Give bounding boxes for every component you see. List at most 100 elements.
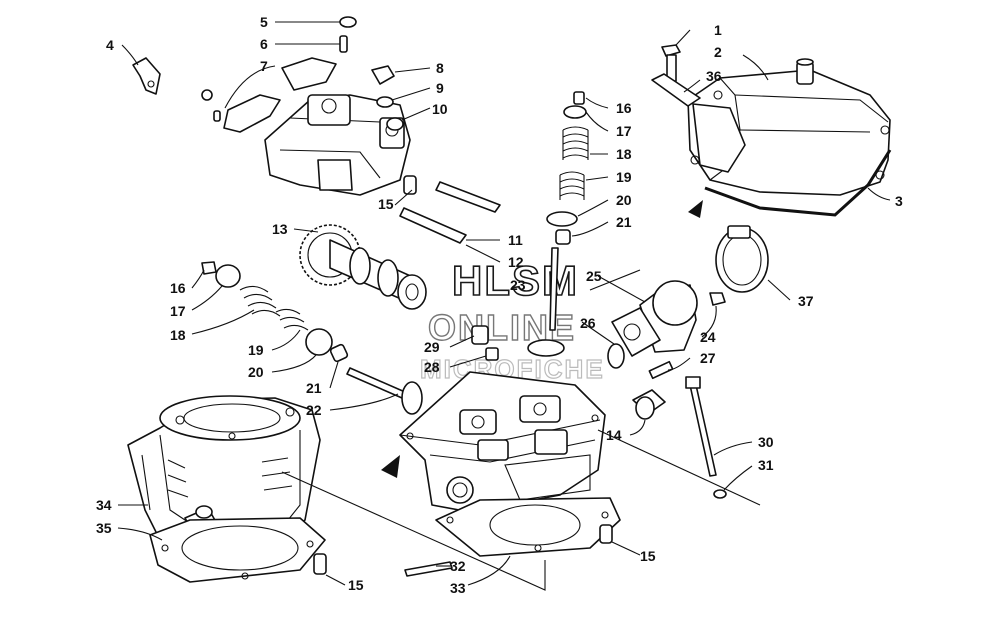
callout-17-lower: 17 <box>170 303 186 319</box>
callout-35: 35 <box>96 520 112 536</box>
housing-washer <box>376 96 394 108</box>
callout-19-upper: 19 <box>616 169 632 185</box>
temperature-sensor <box>632 389 666 420</box>
valve-cover <box>687 58 891 196</box>
callout-25: 25 <box>586 268 602 284</box>
housing-bushing <box>386 117 404 131</box>
callout-18-lower: 18 <box>170 327 186 343</box>
callout-9: 9 <box>436 80 444 96</box>
valve-spring-outer-upper <box>562 126 589 160</box>
callout-24: 24 <box>700 329 716 345</box>
callout-36: 36 <box>706 68 722 84</box>
callout-33: 33 <box>450 580 466 596</box>
callout-20-lower: 20 <box>248 364 264 380</box>
callout-21-lower: 21 <box>306 380 322 396</box>
intake-clamp <box>715 225 769 293</box>
camshaft <box>299 224 427 310</box>
callout-15-left: 15 <box>348 577 364 593</box>
direction-arrow-lower <box>381 455 400 478</box>
callout-23: 23 <box>510 277 526 293</box>
callout-7: 7 <box>260 58 268 74</box>
cover-bracket <box>651 73 701 107</box>
head-bolt <box>689 384 717 477</box>
rocker-shaft-lower <box>399 207 467 244</box>
callout-13: 13 <box>272 221 288 237</box>
head-dowel-center <box>485 347 499 361</box>
callout-28: 28 <box>424 359 440 375</box>
leader-lines <box>117 21 891 586</box>
rocker-pin <box>339 35 348 53</box>
callout-16-lower: 16 <box>170 280 186 296</box>
callout-14: 14 <box>606 427 622 443</box>
valve-spring-inner-upper <box>559 171 585 200</box>
callout-37: 37 <box>798 293 814 309</box>
valve-retainer-upper <box>563 105 587 119</box>
housing-dowel <box>403 175 417 195</box>
assembly-lines <box>281 269 761 591</box>
cylinder-base-gasket <box>149 517 326 583</box>
callout-12: 12 <box>508 254 524 270</box>
rocker-dowel-2 <box>213 110 221 122</box>
cylinder-block <box>127 395 321 556</box>
head-gasket <box>435 497 621 557</box>
callout-15-right: 15 <box>640 548 656 564</box>
valve-keeper-lower <box>201 261 217 275</box>
valve-seal-lower <box>329 343 349 363</box>
rocker-dowel-1 <box>201 89 213 101</box>
cylinder-stud <box>404 561 453 577</box>
head-dowel-left <box>471 325 489 345</box>
rocker-shaft-upper <box>435 181 501 213</box>
valve-seat-upper <box>546 211 578 227</box>
callout-27: 27 <box>700 350 716 366</box>
rocker-cap <box>339 16 357 28</box>
valve-seal-upper <box>555 229 571 245</box>
head-bolt-cap <box>685 376 701 389</box>
exhaust-valve <box>346 367 423 415</box>
callout-29: 29 <box>424 339 440 355</box>
intake-o-ring <box>607 343 625 369</box>
callout-8: 8 <box>436 60 444 76</box>
callout-32: 32 <box>450 558 466 574</box>
intake-boot <box>611 280 698 357</box>
direction-arrow-upper <box>688 200 703 218</box>
housing-nut <box>371 65 395 85</box>
callout-22: 22 <box>306 402 322 418</box>
callout-26: 26 <box>580 315 596 331</box>
callout-20-upper: 20 <box>616 192 632 208</box>
callout-16-upper: 16 <box>616 100 632 116</box>
callout-30: 30 <box>758 434 774 450</box>
callout-31: 31 <box>758 457 774 473</box>
callout-18-upper: 18 <box>616 146 632 162</box>
rocker-arm-right <box>281 57 337 91</box>
callout-19-lower: 19 <box>248 342 264 358</box>
callout-1: 1 <box>714 22 722 38</box>
valve-seat-lower <box>305 328 333 356</box>
valve-spring-outer-lower <box>239 285 281 317</box>
cover-bolt <box>661 44 681 82</box>
valve-retainer-lower <box>215 264 241 288</box>
callout-21-upper: 21 <box>616 214 632 230</box>
callout-34: 34 <box>96 497 112 513</box>
intake-nut <box>709 292 726 306</box>
callout-4: 4 <box>106 37 114 53</box>
callout-2: 2 <box>714 44 722 60</box>
callout-10: 10 <box>432 101 448 117</box>
cover-gasket <box>704 149 892 217</box>
rocker-arm-left <box>223 94 281 133</box>
head-bolt-washer <box>713 489 727 499</box>
callout-5: 5 <box>260 14 268 30</box>
valve-spring-inner-lower <box>275 308 309 331</box>
callout-6: 6 <box>260 36 268 52</box>
intake-valve <box>527 247 565 357</box>
decompression-lever <box>132 57 161 95</box>
rocker-arm-housing <box>264 94 411 196</box>
intake-stud <box>648 360 674 380</box>
callout-15-upper: 15 <box>378 196 394 212</box>
cylinder-head <box>399 371 606 513</box>
callout-17-upper: 17 <box>616 123 632 139</box>
cylinder-dowel <box>313 553 327 575</box>
head-dowel-right <box>599 524 613 544</box>
callout-numbers: 1 2 3 4 5 6 7 8 9 10 11 12 13 14 15 15 1… <box>96 14 903 596</box>
